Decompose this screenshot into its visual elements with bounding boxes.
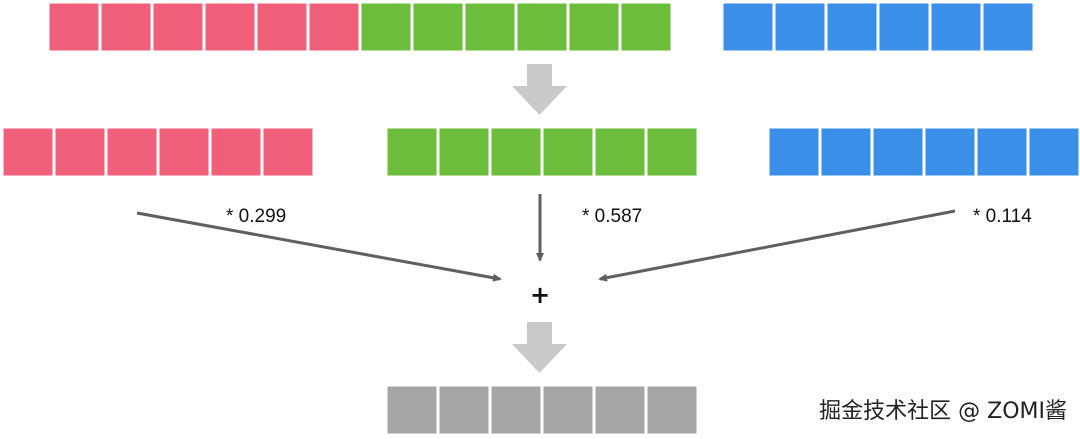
red-weight-label: * 0.299 xyxy=(226,206,286,227)
sum-operator: + xyxy=(530,281,550,309)
blue-pixel-cell xyxy=(974,125,1030,179)
green-pixel-cell xyxy=(566,0,622,54)
green-pixel-cell xyxy=(384,125,440,179)
green-pixel-cell xyxy=(540,125,596,179)
gray-pixel-cell xyxy=(540,383,596,437)
green-pixel-cell xyxy=(514,0,570,54)
red-weight-arrow xyxy=(136,211,502,282)
green-pixel-cell xyxy=(488,125,544,179)
red-pixel-cell xyxy=(98,0,154,54)
red-pixel-cell xyxy=(52,125,108,179)
green-weight-label: * 0.587 xyxy=(582,206,642,227)
blue-weight-label: * 0.114 xyxy=(973,206,1032,227)
gray-pixel-cell xyxy=(592,383,648,437)
blue-pixel-cell xyxy=(876,0,932,54)
blue-pixel-cell xyxy=(772,0,828,54)
red-pixel-cell xyxy=(104,125,160,179)
green-pixel-cell xyxy=(462,0,518,54)
blue-channel-block xyxy=(766,125,1080,179)
blue-pixel-cell xyxy=(870,125,926,179)
green-channel-block xyxy=(384,125,700,179)
red-pixel-cell xyxy=(150,0,206,54)
input-green-block xyxy=(358,0,674,54)
blue-weight-arrow xyxy=(598,209,956,282)
red-pixel-cell xyxy=(0,125,56,179)
blue-pixel-cell xyxy=(824,0,880,54)
split-down-arrow xyxy=(512,64,567,115)
gray-pixel-cell xyxy=(436,383,492,437)
blue-pixel-cell xyxy=(980,0,1036,54)
blue-pixel-cell xyxy=(720,0,776,54)
red-pixel-cell xyxy=(156,125,212,179)
grayscale-output-block xyxy=(384,383,700,437)
red-pixel-cell xyxy=(46,0,102,54)
input-red-block xyxy=(46,0,362,54)
red-pixel-cell xyxy=(254,0,310,54)
red-pixel-cell xyxy=(208,125,264,179)
red-channel-block xyxy=(0,125,316,179)
green-pixel-cell xyxy=(358,0,414,54)
green-pixel-cell xyxy=(644,125,700,179)
green-pixel-cell xyxy=(618,0,674,54)
green-pixel-cell xyxy=(592,125,648,179)
blue-pixel-cell xyxy=(1026,125,1080,179)
red-pixel-cell xyxy=(202,0,258,54)
gray-pixel-cell xyxy=(644,383,700,437)
green-pixel-cell xyxy=(436,125,492,179)
output-down-arrow xyxy=(512,322,567,373)
input-blue-block xyxy=(720,0,1036,54)
green-pixel-cell xyxy=(410,0,466,54)
blue-pixel-cell xyxy=(766,125,822,179)
gray-pixel-cell xyxy=(488,383,544,437)
red-pixel-cell xyxy=(260,125,316,179)
blue-pixel-cell xyxy=(818,125,874,179)
input-pixel-row xyxy=(46,0,1036,54)
watermark: 掘金技术社区 @ ZOMI酱 xyxy=(819,399,1067,424)
blue-pixel-cell xyxy=(928,0,984,54)
blue-pixel-cell xyxy=(922,125,978,179)
red-pixel-cell xyxy=(306,0,362,54)
gray-pixel-cell xyxy=(384,383,440,437)
